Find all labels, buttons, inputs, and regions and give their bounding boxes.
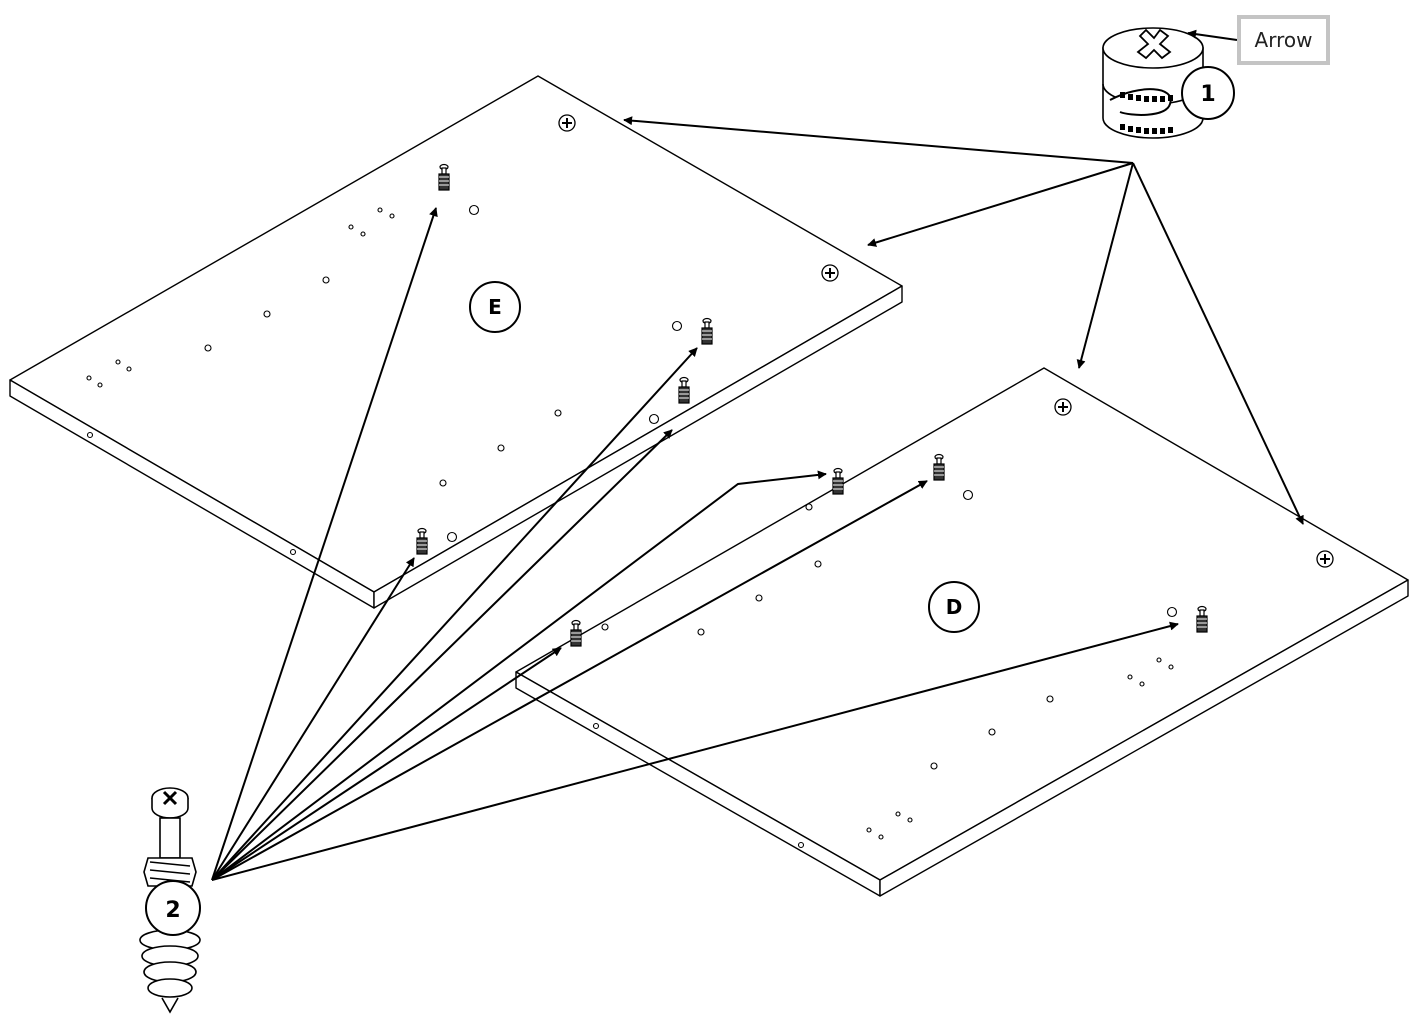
panel-d-holes [592,489,1178,849]
panel-d-cam-holes [1054,398,1334,568]
cam-bolt-icon [933,453,945,481]
panel-d-right-edge [879,579,1409,897]
cam-lock-icon [1102,27,1204,139]
panel-e-label: E [469,281,521,333]
arrow-callout: Arrow [1237,15,1330,65]
callout-leader [1187,29,1238,41]
part-2-number: 2 [165,898,180,923]
panel-e-holes [86,204,683,556]
panel-e-right-edge [373,285,903,609]
cam-bolt-icon [701,317,713,345]
panel-e [9,75,903,609]
cam-bolt-icon [416,527,428,555]
cam-bolt-icon [678,376,690,404]
inserted-cam-bolts [416,163,1208,647]
panel-d-label: D [928,581,980,633]
panel-e-top [9,75,903,593]
arrow-callout-text: Arrow [1254,28,1313,52]
cam-bolt-icon [570,619,582,647]
cam-bolt-icon [1196,605,1208,633]
cam-bolt-icon [438,163,450,191]
panel-e-letter: E [488,295,502,319]
cam-bolt-part-icon [139,787,201,1014]
part-1-label: 1 [1181,66,1235,120]
part-2-label: 2 [145,880,201,936]
panel-e-cam-holes [558,114,839,282]
cam-bolt-icon [832,467,844,495]
cam-bolt-arrows [211,207,1179,881]
cam-lock-arrows [623,116,1304,525]
part-1-number: 1 [1200,82,1215,107]
panel-d-letter: D [946,595,963,619]
